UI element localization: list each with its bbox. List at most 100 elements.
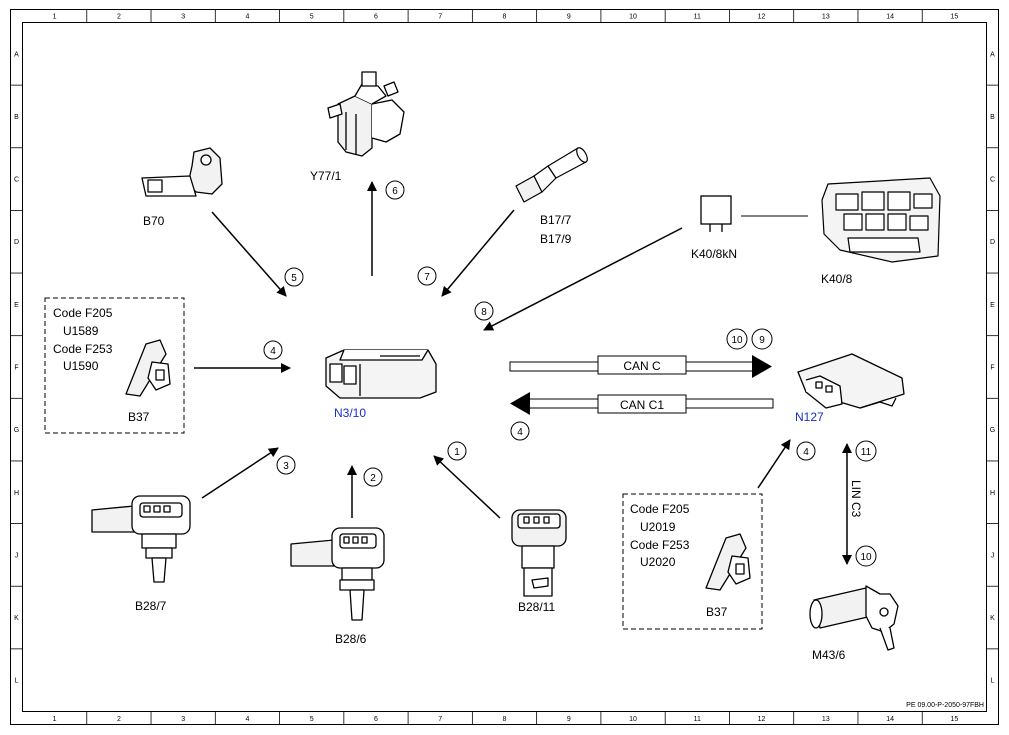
arrow-5 <box>211 211 287 297</box>
grid-col-bottom-6: 6 <box>374 716 378 723</box>
grid-row-right-H: H <box>990 490 995 497</box>
svg-text:11: 11 <box>861 447 872 458</box>
b37-pedal-right-icon <box>705 533 751 591</box>
grid-row-right-A: A <box>990 51 995 58</box>
code-left-component: B37 <box>128 410 150 424</box>
m43-pump-icon <box>809 585 899 651</box>
grid-row-right-C: C <box>990 177 995 184</box>
code-box-right <box>622 493 763 630</box>
grid-col-bottom-7: 7 <box>438 716 442 723</box>
grid-col-bottom-3: 3 <box>181 716 185 723</box>
can-c-label: CAN C <box>623 359 661 373</box>
grid-labels: 1122334455667788991010111112121313141415… <box>14 14 995 724</box>
arrow-1 <box>433 455 501 519</box>
code-left-line-3: Code F253 <box>53 342 113 356</box>
k40-fusebox-icon <box>821 177 941 263</box>
grid-col-top-9: 9 <box>567 14 571 21</box>
grid-col-bottom-1: 1 <box>53 716 57 723</box>
grid-col-top-8: 8 <box>503 14 507 21</box>
grid-col-bottom-15: 15 <box>950 716 958 723</box>
marker-5: 5 <box>284 267 304 287</box>
svg-text:9: 9 <box>759 335 765 346</box>
b17-sensor-icon <box>515 147 588 203</box>
b70-sensor-icon <box>141 147 223 197</box>
svg-text:3: 3 <box>283 461 289 472</box>
n310-ecu-icon <box>325 349 437 399</box>
code-right-component: B37 <box>706 605 728 619</box>
marker-7: 7 <box>417 266 437 286</box>
b28-11-sensor-icon <box>511 509 567 597</box>
b28-7-sensor-icon <box>91 495 191 583</box>
grid-col-top-1: 1 <box>53 14 57 21</box>
grid-row-right-G: G <box>990 427 995 434</box>
grid-col-top-2: 2 <box>117 14 121 21</box>
k40kn-label: K40/8kN <box>691 247 737 261</box>
grid-row-left-D: D <box>14 239 19 246</box>
svg-text:5: 5 <box>291 273 297 284</box>
grid-col-bottom-2: 2 <box>117 716 121 723</box>
code-right-line-2: U2019 <box>640 520 676 534</box>
grid-col-top-13: 13 <box>822 14 830 21</box>
signal-arrows <box>194 181 852 565</box>
b17-7-label: B17/7 <box>540 213 572 227</box>
grid-row-left-C: C <box>14 177 19 184</box>
grid-col-bottom-12: 12 <box>758 716 766 723</box>
n127-label: N127 <box>795 410 824 424</box>
marker-4-right: 4 <box>796 441 816 461</box>
grid-row-right-D: D <box>990 239 995 246</box>
marker-1: 1 <box>447 441 467 461</box>
svg-text:10: 10 <box>731 335 743 346</box>
n127-module-icon <box>797 353 905 409</box>
reference-number: PE 09.00-P-2050-97FBH <box>906 702 984 709</box>
b70-label: B70 <box>143 214 165 228</box>
svg-text:2: 2 <box>370 473 376 484</box>
arrow-4-right <box>757 439 791 489</box>
frame <box>10 9 999 725</box>
arrow-3 <box>201 447 279 499</box>
can-c-bus: CAN C <box>509 355 772 378</box>
marker-11: 11 <box>855 440 877 462</box>
grid-lines <box>10 9 999 725</box>
svg-text:10: 10 <box>860 552 872 563</box>
svg-text:1: 1 <box>454 447 460 458</box>
code-right-line-4: U2020 <box>640 555 676 569</box>
svg-text:4: 4 <box>803 447 809 458</box>
grid-col-top-14: 14 <box>886 14 894 21</box>
grid-col-bottom-14: 14 <box>886 716 894 723</box>
grid-col-top-10: 10 <box>629 14 637 21</box>
marker-2: 2 <box>363 467 383 487</box>
b28-6-label: B28/6 <box>335 632 367 646</box>
b37-pedal-icon <box>125 339 171 397</box>
grid-row-left-K: K <box>14 615 19 622</box>
grid-col-top-12: 12 <box>758 14 766 21</box>
grid-row-right-K: K <box>990 615 995 622</box>
grid-col-bottom-4: 4 <box>245 716 249 723</box>
grid-col-top-7: 7 <box>438 14 442 21</box>
grid-row-left-F: F <box>14 365 18 372</box>
m43-label: M43/6 <box>812 648 846 662</box>
grid-row-left-B: B <box>14 114 19 121</box>
grid-row-left-G: G <box>14 427 19 434</box>
code-right-line-1: Code F205 <box>630 502 690 516</box>
b17-9-label: B17/9 <box>540 232 572 246</box>
can-c1-label: CAN C1 <box>620 398 664 412</box>
grid-row-right-J: J <box>991 552 995 559</box>
grid-row-left-L: L <box>15 678 19 685</box>
marker-8: 8 <box>474 301 494 321</box>
marker-10-top: 10 <box>726 328 748 350</box>
y77-label: Y77/1 <box>310 169 342 183</box>
code-left-line-1: Code F205 <box>53 306 113 320</box>
arrow-8 <box>483 227 683 331</box>
grid-col-bottom-5: 5 <box>310 716 314 723</box>
grid-col-bottom-11: 11 <box>694 716 701 723</box>
y77-valve-icon <box>327 71 405 157</box>
marker-9: 9 <box>751 328 773 350</box>
marker-6: 6 <box>385 180 405 200</box>
grid-row-left-H: H <box>14 490 19 497</box>
lin-label: LIN C3 <box>849 480 863 518</box>
k40-label: K40/8 <box>821 272 853 286</box>
code-right-line-3: Code F253 <box>630 538 690 552</box>
grid-row-right-L: L <box>991 678 995 685</box>
